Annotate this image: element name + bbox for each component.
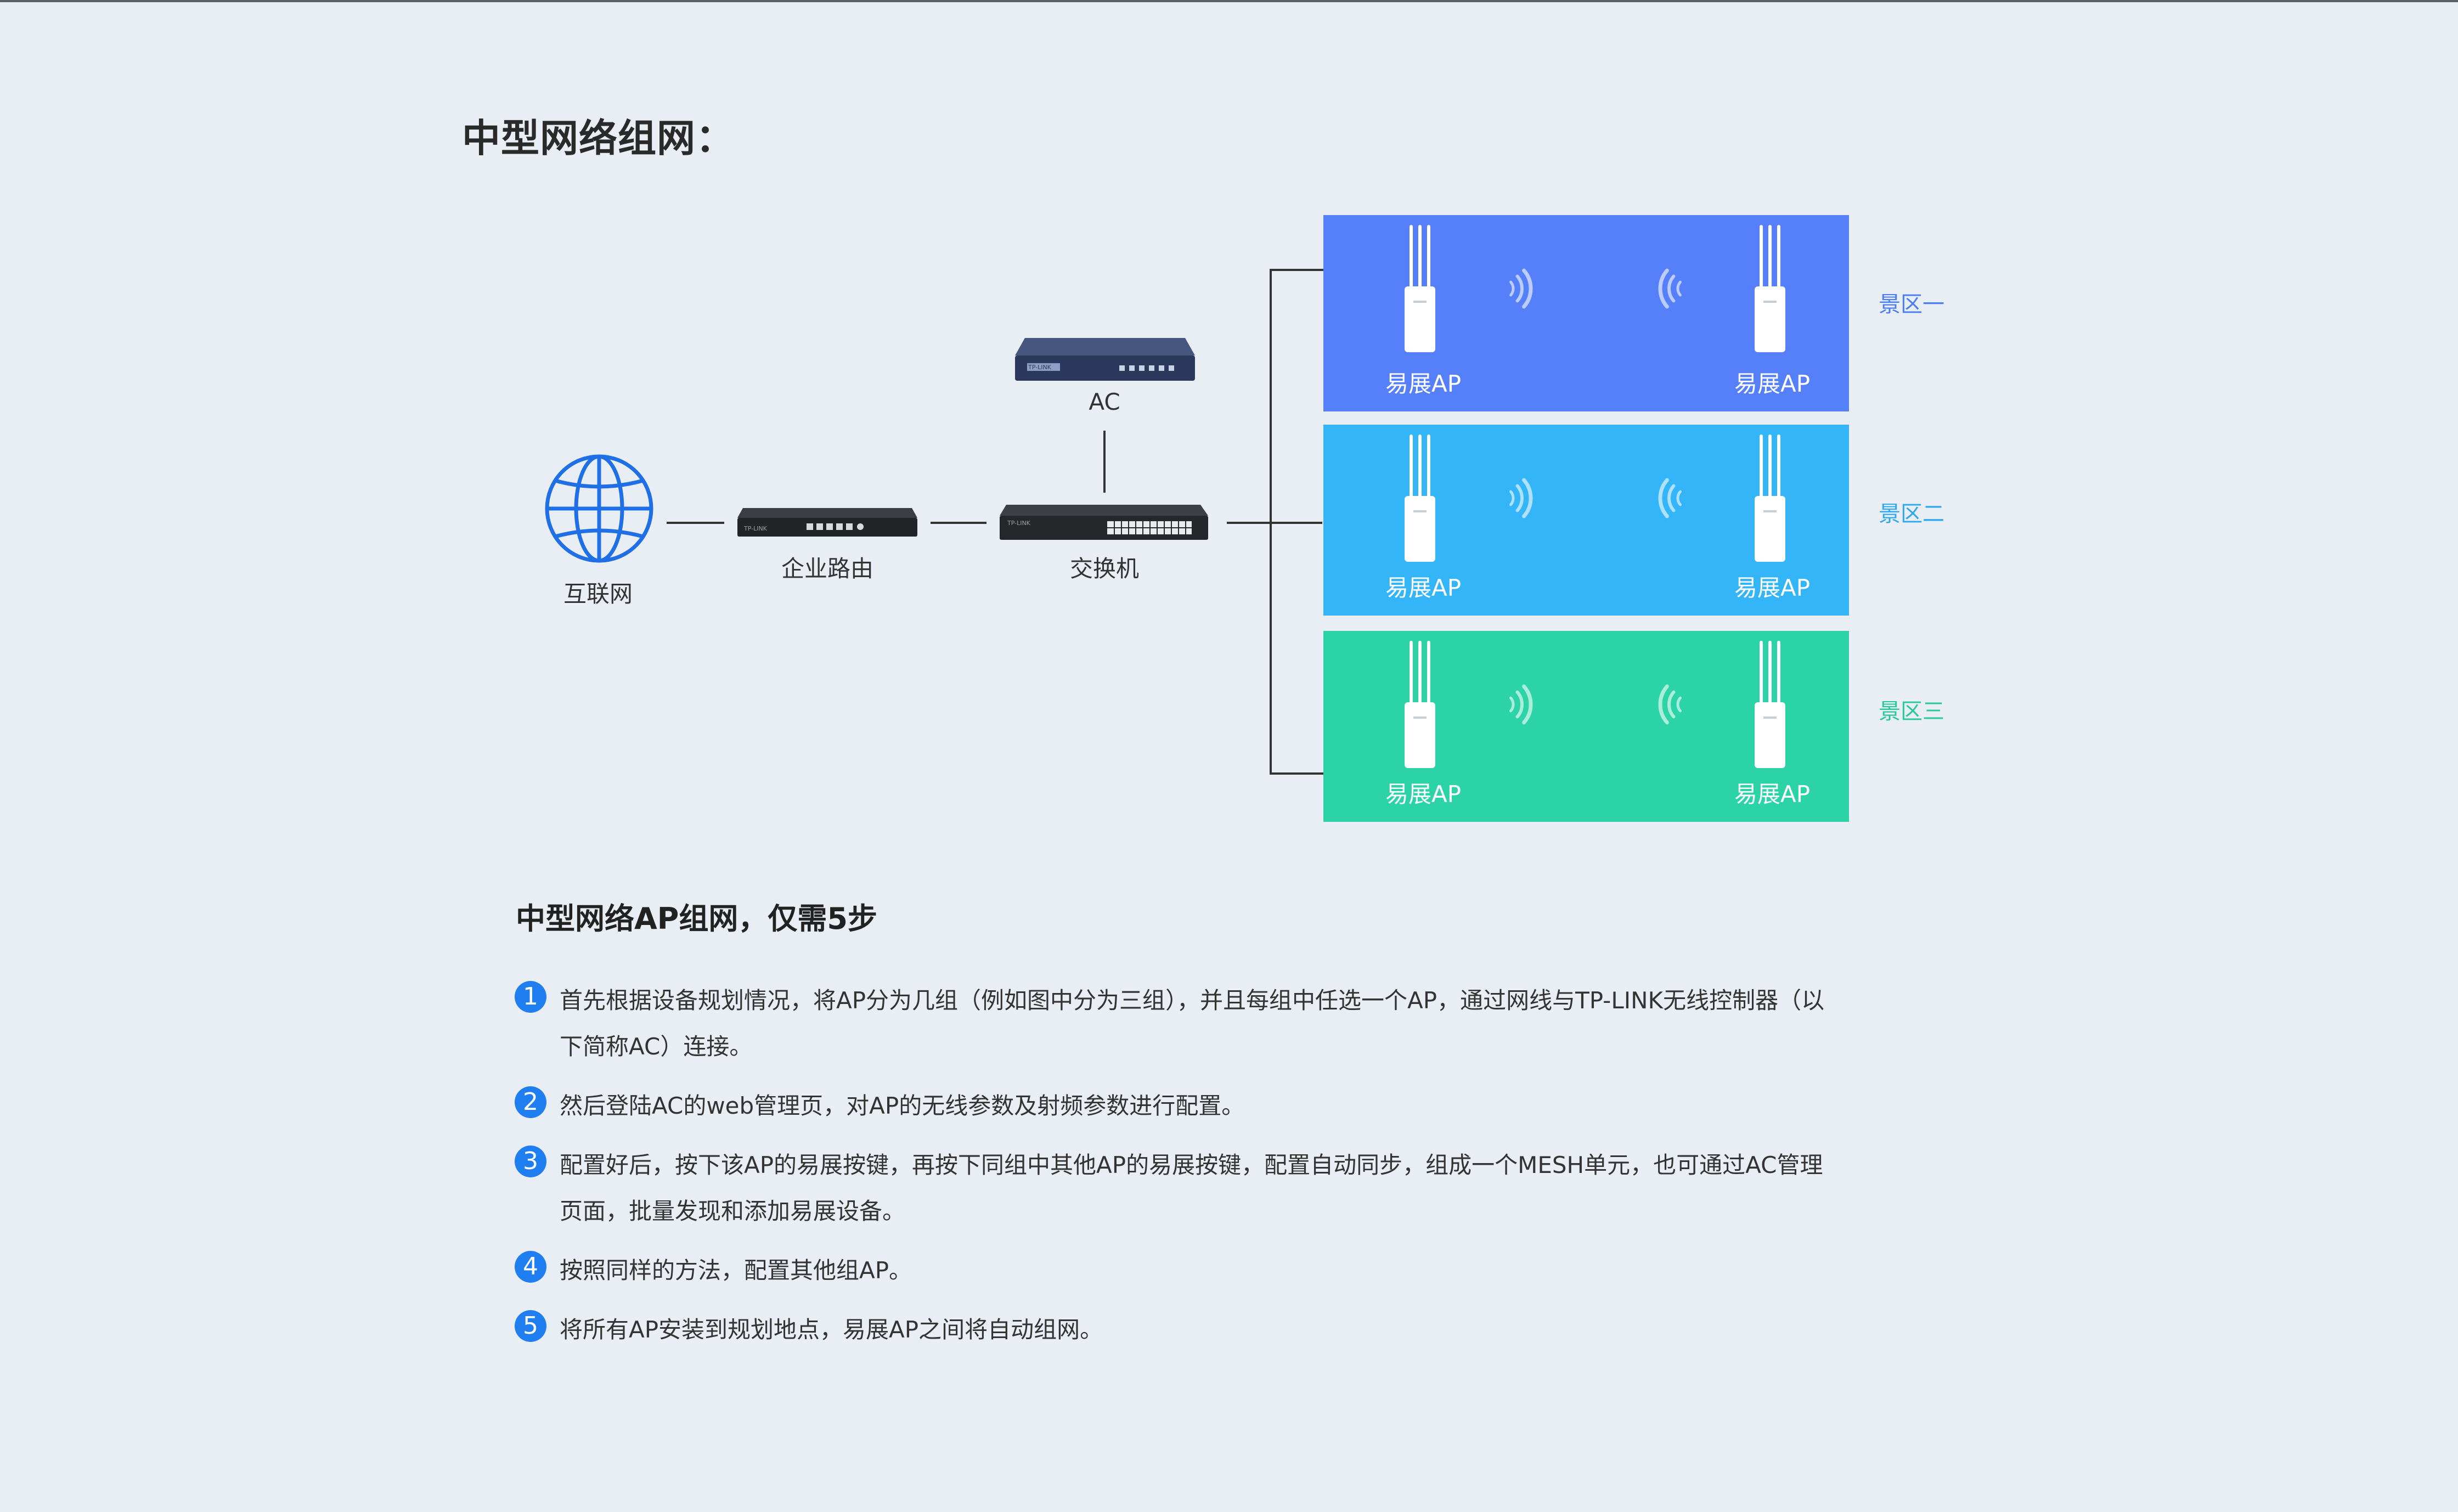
router-label: 企业路由 xyxy=(781,555,873,582)
switch-brand-mark: TP-LINK xyxy=(1007,520,1031,527)
access-point-right-icon xyxy=(1755,225,1785,352)
step-number-badge: 2 xyxy=(515,1086,546,1118)
ap-left-label: 易展AP xyxy=(1385,574,1461,601)
ap-left-label: 易展AP xyxy=(1385,370,1461,397)
step-text: 按照同样的方法，配置其他组AP。 xyxy=(560,1257,912,1284)
access-point-left-icon xyxy=(1405,435,1435,562)
access-point-right-icon xyxy=(1755,641,1785,768)
ap-left-label: 易展AP xyxy=(1385,781,1461,808)
step-text: 配置好后，按下该AP的易展按键，再按下同组中其他AP的易展按键，配置自动同步，组… xyxy=(560,1152,1823,1225)
step-item: 3 配置好后，按下该AP的易展按键，再按下同组中其他AP的易展按键，配置自动同步，… xyxy=(515,1142,1831,1234)
zone-panel-2: 易展AP 易展AP xyxy=(1323,425,1849,616)
zone-label: 景区二 xyxy=(1879,501,1944,527)
line-branch-bracket xyxy=(1270,269,1323,775)
step-text: 首先根据设备规划情况，将AP分为几组（例如图中分为三组），并且每组中任选一个AP… xyxy=(560,987,1825,1060)
switch-device-icon xyxy=(1000,505,1208,540)
step-item: 5 将所有AP安装到规划地点，易展AP之间将自动组网。 xyxy=(515,1307,1831,1353)
step-number-badge: 4 xyxy=(515,1251,546,1283)
ap-right-label: 易展AP xyxy=(1734,781,1810,808)
access-point-left-icon xyxy=(1405,641,1435,768)
steps-list: 1 首先根据设备规划情况，将AP分为几组（例如图中分为三组），并且每组中任选一个A… xyxy=(515,978,1831,1366)
step-item: 4 按照同样的方法，配置其他组AP。 xyxy=(515,1248,1831,1294)
zone-panel-3: 易展AP 易展AP xyxy=(1323,631,1849,822)
ac-label: AC xyxy=(1089,388,1120,415)
step-item: 2 然后登陆AC的web管理页，对AP的无线参数及射频参数进行配置。 xyxy=(515,1083,1831,1129)
internet-label: 互联网 xyxy=(563,580,633,607)
wifi-wave-right-icon xyxy=(1509,268,1533,309)
step-text: 然后登陆AC的web管理页，对AP的无线参数及射频参数进行配置。 xyxy=(560,1092,1245,1119)
network-diagram: 互联网 TP-LINK 企业路由 xyxy=(545,215,1944,822)
wifi-wave-right-icon xyxy=(1509,684,1533,725)
step-number-badge: 3 xyxy=(515,1146,546,1177)
step-number-badge: 1 xyxy=(515,981,546,1013)
wifi-wave-left-icon xyxy=(1658,478,1682,518)
ac-controller-icon xyxy=(1015,338,1195,381)
switch-label: 交换机 xyxy=(1070,555,1139,582)
steps-title: 中型网络AP组网，仅需5步 xyxy=(516,901,877,936)
page-title: 中型网络组网： xyxy=(462,116,735,161)
access-point-right-icon xyxy=(1755,435,1785,562)
access-point-left-icon xyxy=(1405,225,1435,352)
zone-label: 景区一 xyxy=(1879,292,1944,317)
wifi-wave-left-icon xyxy=(1658,684,1682,725)
router-device-icon xyxy=(737,508,917,537)
ac-brand-mark: TP-LINK xyxy=(1028,364,1052,371)
zone-label: 景区三 xyxy=(1879,699,1944,724)
zone-panel-1: 易展AP 易展AP xyxy=(1323,215,1849,411)
connection-lines xyxy=(667,269,1323,775)
wifi-wave-right-icon xyxy=(1509,478,1533,518)
globe-icon xyxy=(545,454,653,563)
router-brand-mark: TP-LINK xyxy=(743,525,768,532)
step-text: 将所有AP安装到规划地点，易展AP之间将自动组网。 xyxy=(560,1316,1103,1343)
ap-right-label: 易展AP xyxy=(1734,370,1810,397)
top-border-line xyxy=(0,0,2458,2)
ap-right-label: 易展AP xyxy=(1734,574,1810,601)
wifi-wave-left-icon xyxy=(1658,268,1682,309)
step-item: 1 首先根据设备规划情况，将AP分为几组（例如图中分为三组），并且每组中任选一个A… xyxy=(515,978,1831,1070)
step-number-badge: 5 xyxy=(515,1310,546,1342)
